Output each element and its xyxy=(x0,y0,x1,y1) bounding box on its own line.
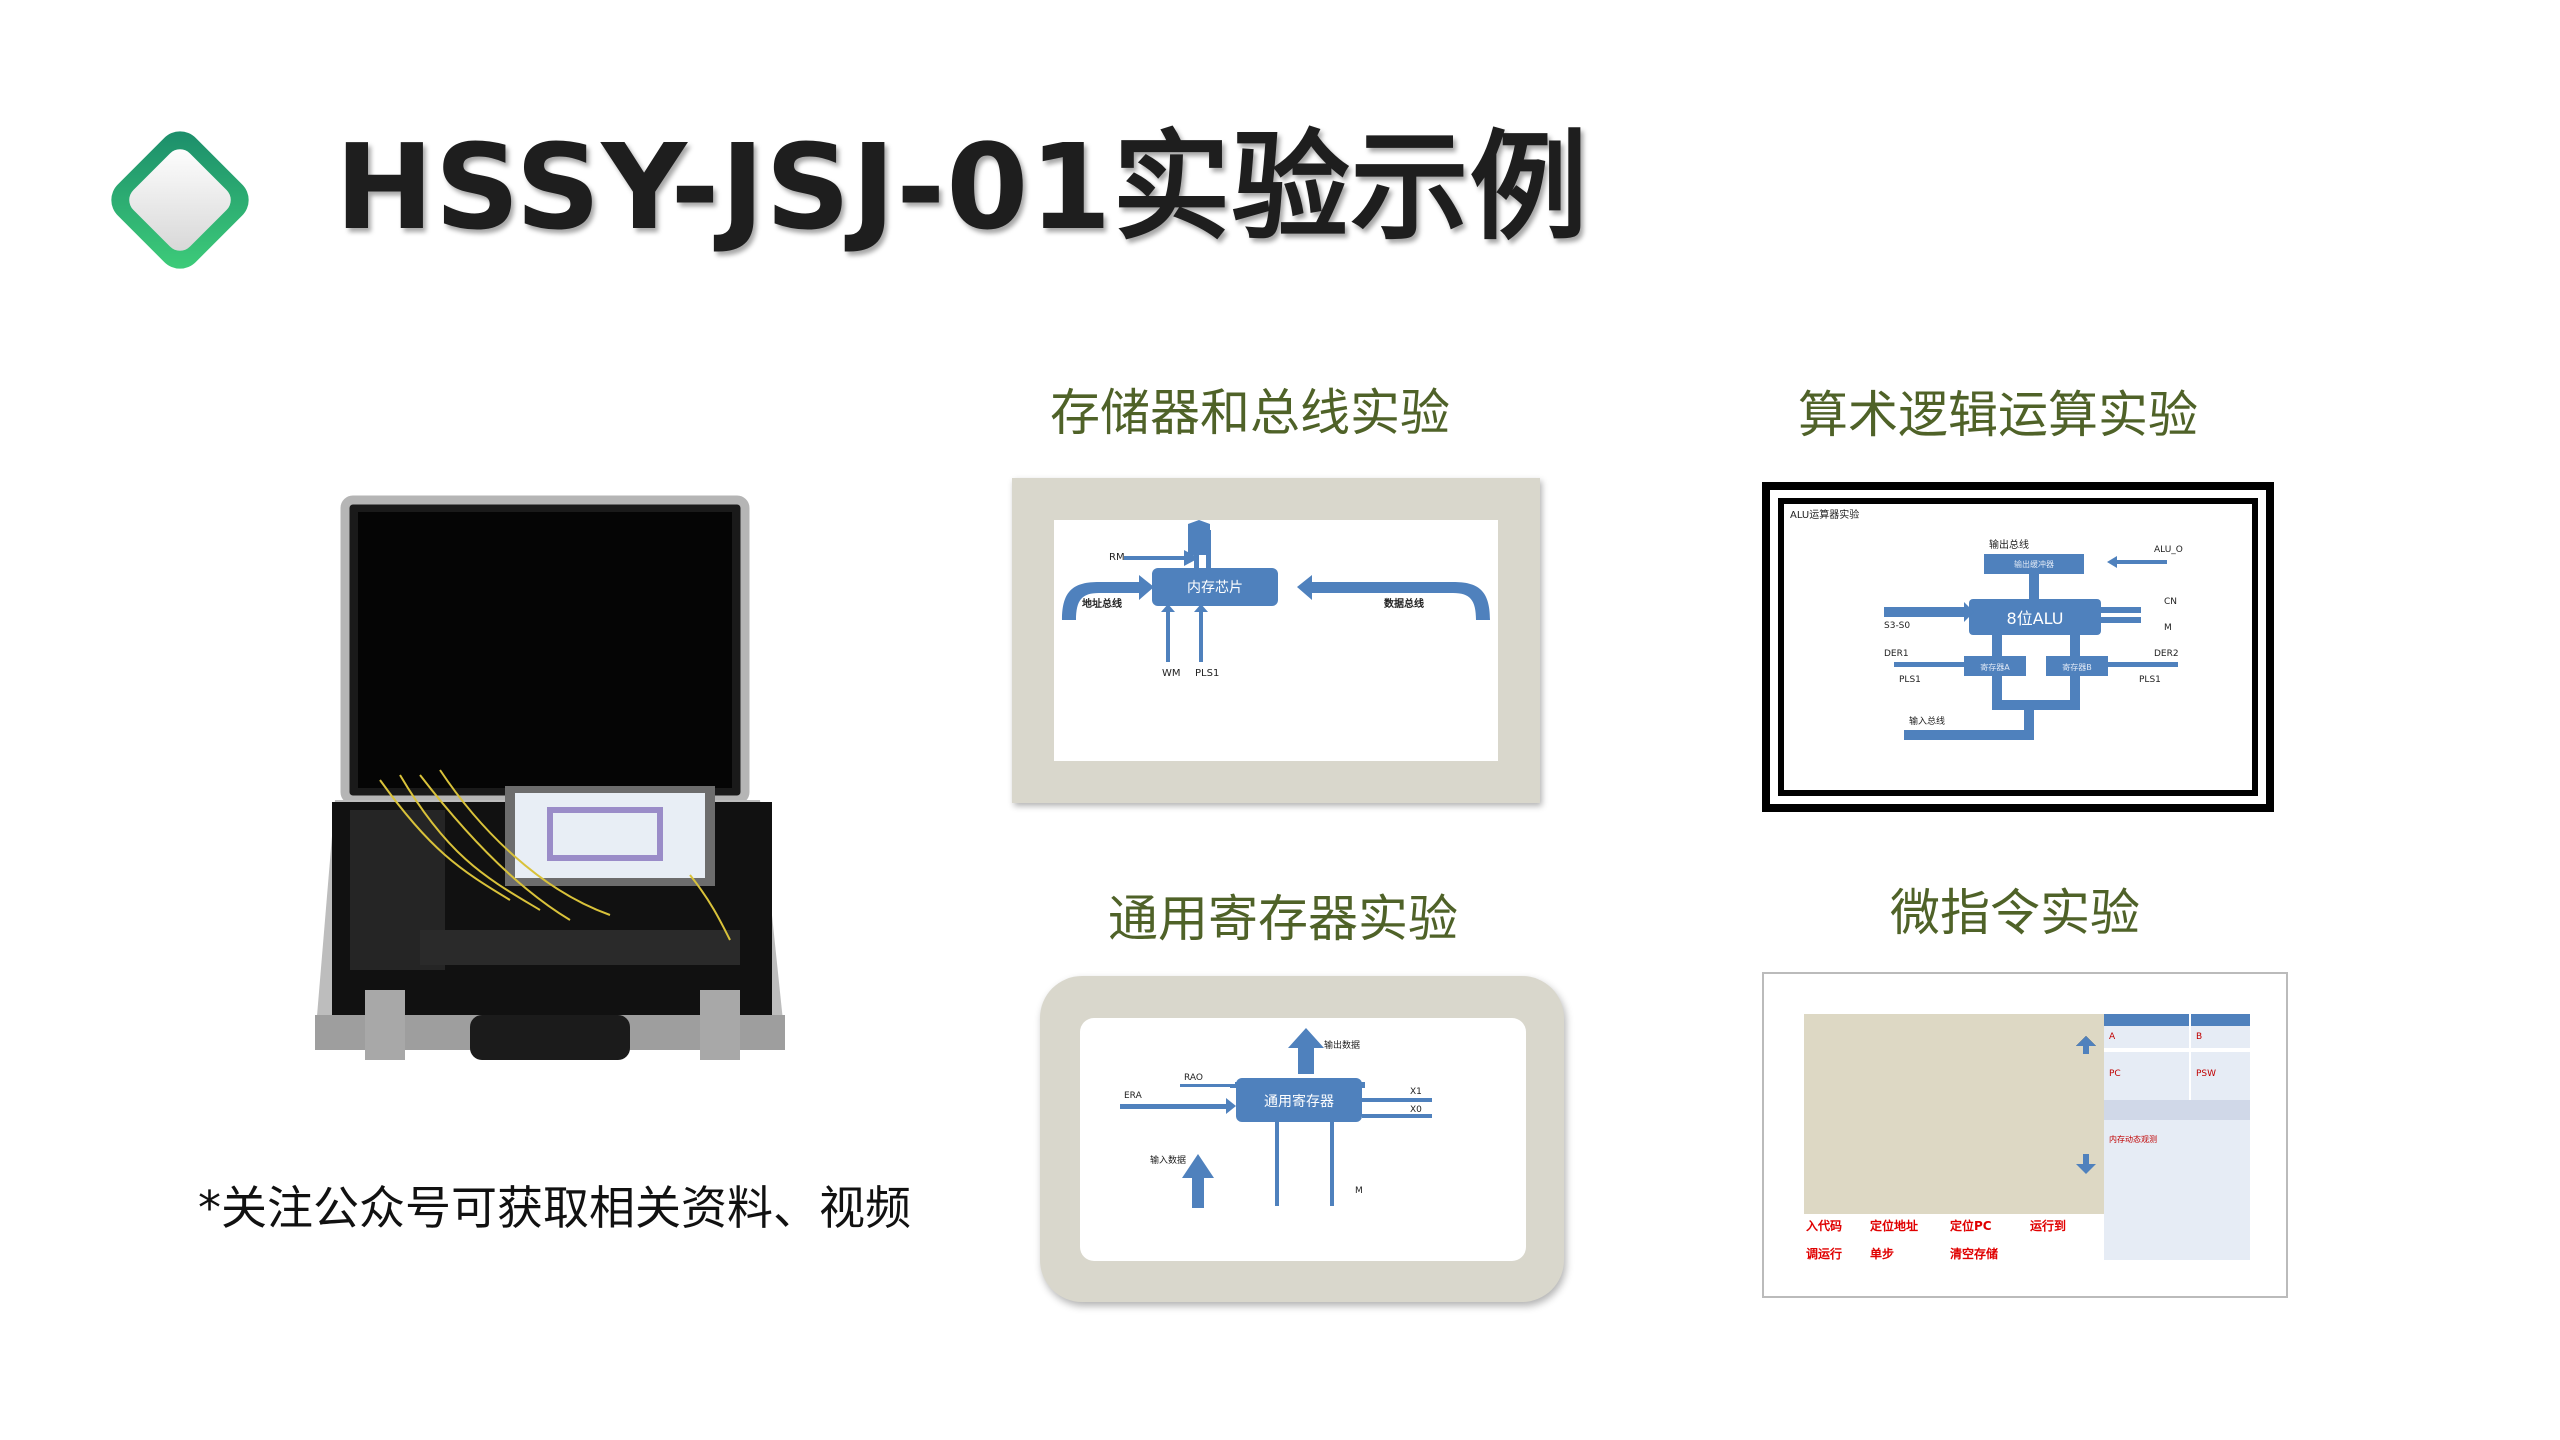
microinstruction-screen-frame: A B PC PSW 内存动态观测 入代码 定位地址 定位PC 运行到 调运行 … xyxy=(1762,972,2288,1298)
label-der2: DER2 xyxy=(2154,649,2179,659)
label-m-reg: M xyxy=(1355,1186,1363,1196)
label-der1: DER1 xyxy=(1884,649,1909,659)
brand-logo-icon xyxy=(85,105,275,295)
page-title: HSSY-JSJ-01实验示例 xyxy=(335,118,1589,256)
label-data-bus: 数据总线 xyxy=(1384,597,1424,610)
label-in-bus: 输入总线 xyxy=(1909,715,1945,727)
label-m: M xyxy=(2164,623,2172,633)
label-alu-o: ALU_O xyxy=(2154,545,2183,555)
caption-alu: 算术逻辑运算实验 xyxy=(1798,386,2198,444)
label-out-bus: 输出总线 xyxy=(1989,538,2029,551)
run-button: 调运行 xyxy=(1806,1246,1842,1260)
input-code-button: 入代码 xyxy=(1806,1218,1842,1233)
label-8bit-alu: 8位ALU xyxy=(2007,609,2064,628)
device-case-image xyxy=(310,470,810,1090)
label-alu-heading: ALU运算器实验 xyxy=(1790,508,1859,521)
label-x0: X0 xyxy=(1410,1105,1422,1115)
label-s3s0: S3-S0 xyxy=(1884,621,1910,631)
step-button: 单步 xyxy=(1870,1246,1894,1260)
clear-memory-button: 清空存储 xyxy=(1950,1246,1998,1260)
label-a: A xyxy=(2109,1032,2116,1042)
label-b: B xyxy=(2196,1032,2202,1042)
caption-general-register: 通用寄存器实验 xyxy=(1108,890,1458,948)
general-register-diagram-frame: 输出数据 RAO X1 ERA 通用寄存器 X0 输入数据 M xyxy=(1040,976,1564,1302)
caption-microinstruction: 微指令实验 xyxy=(1890,884,2140,942)
label-in-data: 输入数据 xyxy=(1150,1154,1186,1166)
label-pls1: PLS1 xyxy=(1195,668,1219,679)
label-reg-a: 寄存器A xyxy=(1980,662,2010,672)
label-general-reg: 通用寄存器 xyxy=(1264,1093,1334,1110)
label-reg-b: 寄存器B xyxy=(2062,662,2092,672)
set-pc-button: 定位PC xyxy=(1950,1218,1992,1233)
label-pc: PC xyxy=(2109,1069,2121,1079)
label-pls1-right: PLS1 xyxy=(2139,675,2161,685)
caption-memory-bus: 存储器和总线实验 xyxy=(1050,384,1450,442)
label-pls1-left: PLS1 xyxy=(1899,675,1921,685)
label-memory-view: 内存动态观测 xyxy=(2109,1134,2157,1144)
label-memory-chip: 内存芯片 xyxy=(1187,580,1243,596)
label-era: ERA xyxy=(1124,1091,1143,1101)
label-address-bus: 地址总线 xyxy=(1082,597,1122,610)
memory-bus-diagram: RM 内存芯片 地址总线 数据总线 WM PLS1 xyxy=(1062,520,1490,679)
label-x1: X1 xyxy=(1410,1087,1422,1097)
alu-diagram-frame: ALU运算器实验 xyxy=(1762,482,2274,812)
label-out-data: 输出数据 xyxy=(1324,1039,1360,1051)
memory-bus-diagram-frame: RM 内存芯片 地址总线 数据总线 WM PLS1 xyxy=(1012,478,1540,803)
alu-diagram: ALU运算器实验 xyxy=(1790,508,2183,740)
run-to-button: 运行到 xyxy=(2030,1218,2066,1233)
label-rm: RM xyxy=(1109,552,1125,563)
label-cn: CN xyxy=(2164,597,2177,607)
footnote-text: *关注公众号可获取相关资料、视频 xyxy=(198,1181,911,1235)
label-out-reg: 输出缓冲器 xyxy=(2014,559,2054,569)
general-register-diagram: 输出数据 RAO X1 ERA 通用寄存器 X0 输入数据 M xyxy=(1120,1028,1432,1208)
label-wm: WM xyxy=(1162,668,1181,679)
microinstruction-screen: A B PC PSW 内存动态观测 入代码 定位地址 定位PC 运行到 调运行 … xyxy=(1804,1014,2250,1261)
set-address-button: 定位地址 xyxy=(1870,1218,1918,1233)
label-psw: PSW xyxy=(2196,1069,2216,1079)
label-rao: RAO xyxy=(1184,1073,1203,1083)
